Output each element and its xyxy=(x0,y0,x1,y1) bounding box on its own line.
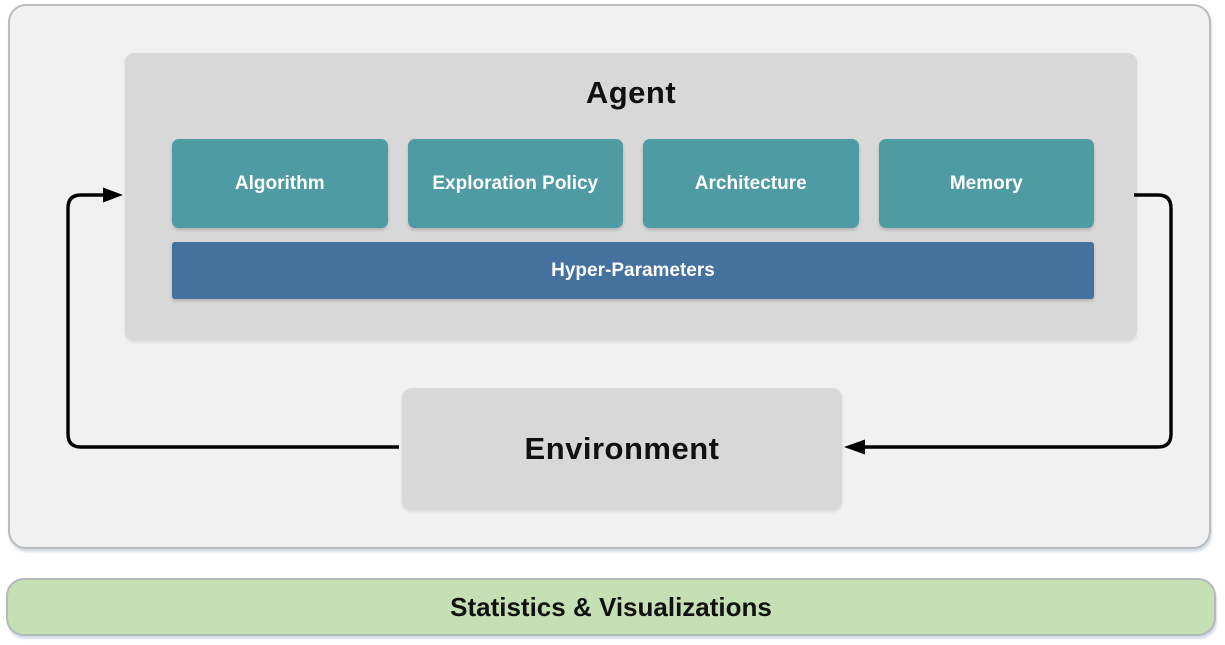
agent-component-row: Algorithm Exploration Policy Architectur… xyxy=(172,139,1094,228)
environment-box: Environment xyxy=(402,388,842,510)
component-box-algorithm: Algorithm xyxy=(172,139,388,228)
agent-panel: Agent Algorithm Exploration Policy Archi… xyxy=(125,53,1137,340)
agent-title: Agent xyxy=(585,75,677,110)
component-box-architecture: Architecture xyxy=(643,139,859,228)
statistics-visualizations-bar: Statistics & Visualizations xyxy=(6,578,1216,636)
hyper-parameters-bar: Hyper-Parameters xyxy=(172,242,1094,299)
component-box-exploration-policy: Exploration Policy xyxy=(407,139,623,228)
rl-loop-panel: Agent Algorithm Exploration Policy Archi… xyxy=(8,4,1211,549)
component-box-memory: Memory xyxy=(878,139,1094,228)
